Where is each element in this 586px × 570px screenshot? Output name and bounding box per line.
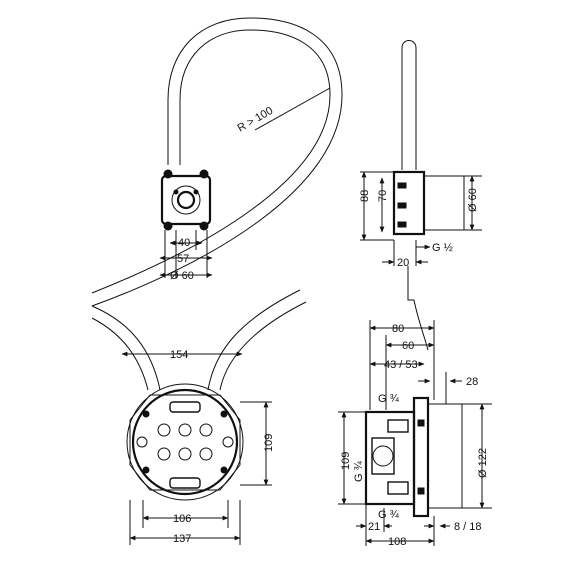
fitting-front-view: 40 57 Ø 60 <box>159 169 213 282</box>
thread-g34-top: G ¾ <box>378 393 400 405</box>
dim-21: 21 <box>368 521 380 533</box>
thread-g-half: G ½ <box>432 242 453 254</box>
dim-57: 57 <box>177 253 189 265</box>
dim-106: 106 <box>173 513 191 525</box>
dim-154: 154 <box>170 349 188 361</box>
dim-60-dia: Ø 60 <box>170 270 194 282</box>
dim-70: 70 <box>377 190 389 202</box>
dim-40: 40 <box>178 237 190 249</box>
dim-109-side: 109 <box>340 452 352 470</box>
thread-g34-bot: G ¾ <box>378 509 400 521</box>
thread-g34-mid: G ¾ <box>353 460 365 482</box>
hose-loop: R > 100 <box>91 17 343 307</box>
dim-28: 28 <box>466 376 478 388</box>
dim-109-front: 109 <box>263 434 275 452</box>
dim-8-18: 8 / 18 <box>454 521 482 533</box>
dim-122-dia: Ø 122 <box>477 448 489 478</box>
dim-60-dia-side: Ø 60 <box>467 188 479 212</box>
dim-137: 137 <box>173 533 191 545</box>
box-front-view: 154 109 106 137 <box>91 289 307 545</box>
box-side-view: 80 60 43 / 53 28 G ¾ 109 G ¾ G ¾ Ø 122 2… <box>338 320 492 548</box>
dim-88: 88 <box>359 190 371 202</box>
dim-80: 80 <box>392 323 404 335</box>
dim-60-side: 60 <box>402 340 414 352</box>
dim-20: 20 <box>397 257 409 269</box>
fitting-side-view: 88 70 Ø 60 G ½ 20 <box>359 40 482 351</box>
dim-108: 108 <box>388 536 406 548</box>
dim-43-53: 43 / 53 <box>384 359 418 371</box>
